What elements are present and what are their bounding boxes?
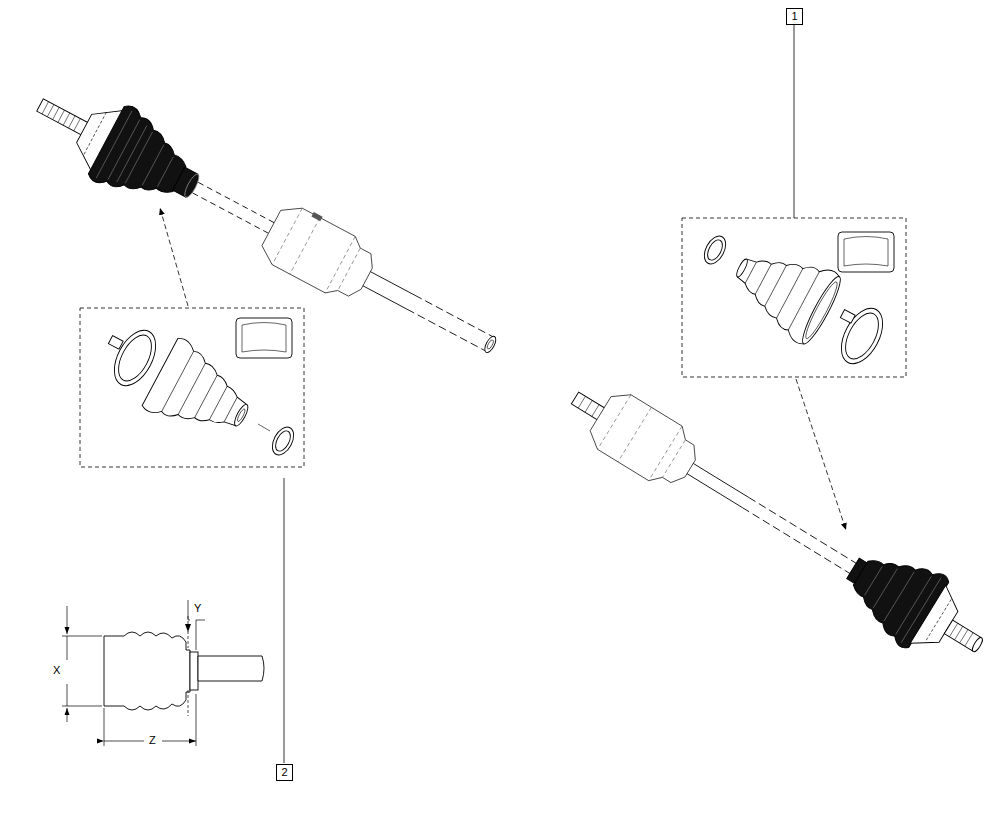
grease-pack	[838, 232, 894, 272]
kit-pointer	[796, 379, 846, 530]
boot	[721, 231, 847, 349]
inner-joint-housing	[256, 200, 381, 307]
dark-boot	[86, 103, 199, 216]
shaft-end	[483, 335, 499, 355]
clamp-ear	[840, 310, 855, 324]
spline-stub	[37, 99, 89, 136]
grease-pack	[236, 318, 292, 358]
right-driveshaft	[553, 362, 1000, 682]
boot-profile	[104, 632, 190, 710]
splines	[42, 102, 80, 131]
dimension-label: Z	[148, 734, 157, 747]
shaft	[363, 272, 492, 351]
kit-right	[700, 231, 894, 370]
shaft-hidden	[193, 182, 275, 233]
kit-left	[106, 318, 298, 458]
small-clamp	[700, 233, 730, 268]
callout-number: 1	[791, 10, 797, 23]
kit-pointer	[160, 208, 188, 306]
callout-box: 2	[276, 764, 293, 781]
dimension-label: X	[52, 664, 61, 677]
callout-number: 2	[281, 766, 287, 779]
outer-joint-bell	[910, 585, 966, 656]
inner-joint-housing	[584, 386, 707, 495]
large-clamp	[833, 302, 891, 371]
boot-grooves	[96, 111, 183, 205]
kit-box	[80, 308, 304, 467]
shaft	[687, 463, 860, 575]
dimension-label: Y	[193, 602, 202, 615]
leader-line	[284, 478, 285, 763]
leader-line	[794, 25, 795, 218]
shaft-profile	[198, 656, 264, 681]
kit-box	[682, 218, 906, 377]
dimension-drawing	[62, 600, 264, 746]
left-driveshaft	[20, 68, 513, 384]
callout-box: 1	[786, 8, 803, 25]
small-clamp	[268, 424, 298, 459]
clamp-ear	[108, 336, 123, 350]
